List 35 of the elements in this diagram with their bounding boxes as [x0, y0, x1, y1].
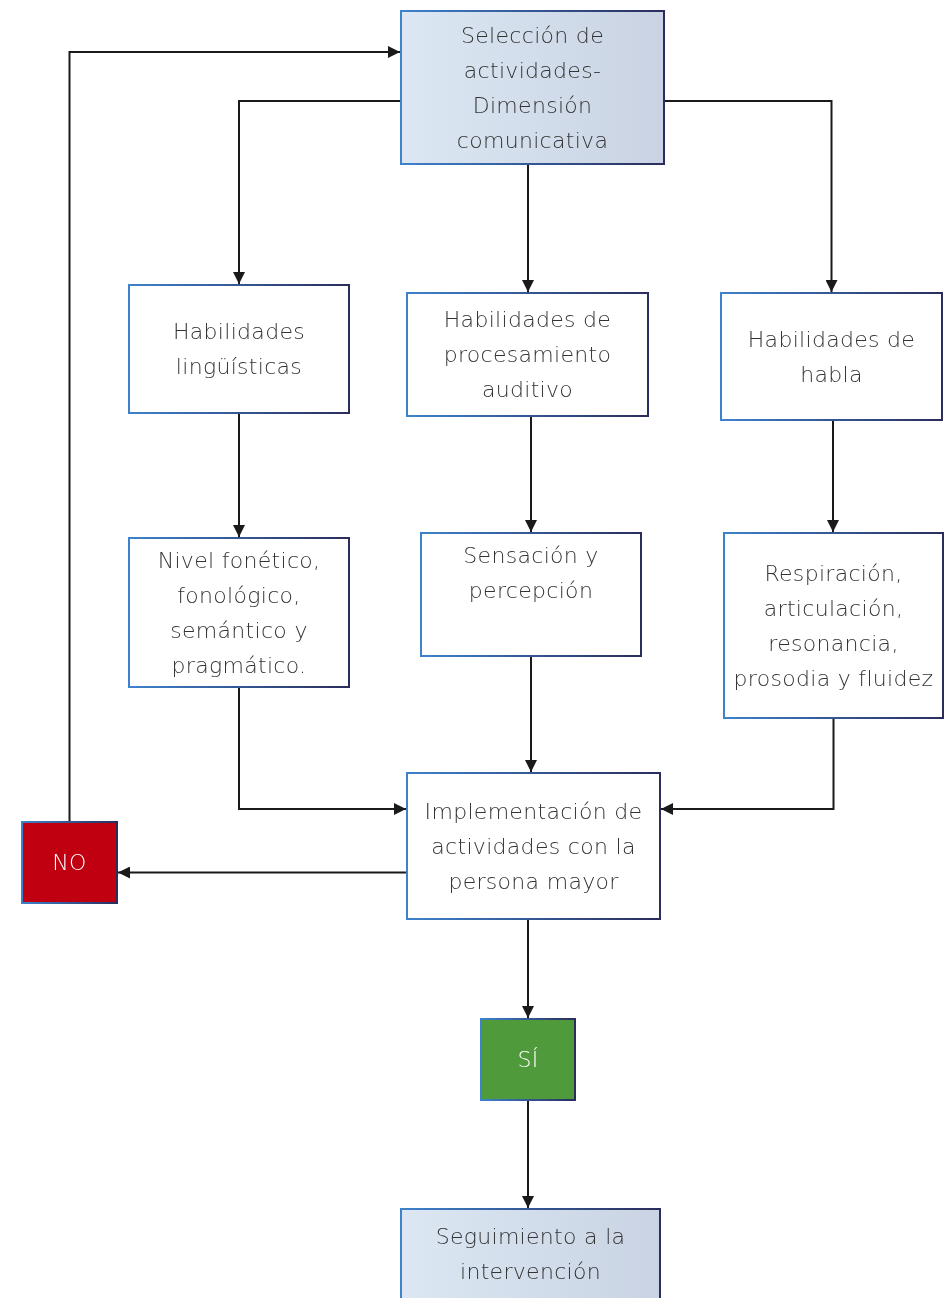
process-box — [128, 537, 350, 688]
process-box — [400, 1208, 661, 1298]
node-text: Habilidades de procesamiento auditivo — [442, 306, 613, 404]
arrow — [522, 1100, 534, 1209]
arrow — [525, 656, 537, 773]
node-text: Habilidades lingüísticas — [171, 318, 306, 381]
process-box — [720, 292, 943, 421]
process-box — [406, 772, 661, 920]
arrow — [522, 919, 534, 1019]
arrow — [525, 416, 537, 533]
node-text: Implementación de actividades con la persona mayor — [423, 797, 644, 896]
arrow — [233, 413, 245, 538]
arrow — [660, 718, 835, 815]
node-text: Nivel fonético, fonológico, semántico y pragmático. — [156, 546, 322, 680]
arrow — [238, 687, 407, 815]
process-box — [723, 532, 944, 719]
process-box — [420, 532, 642, 657]
node-text: Sensación y percepción — [462, 542, 600, 605]
process-box — [128, 284, 350, 414]
arrow — [233, 100, 401, 285]
answer-box — [21, 821, 118, 904]
arrow — [522, 164, 534, 293]
node-text: Selección de actividades- Dimensión comunicativa — [455, 21, 610, 155]
node-text: Habilidades de habla — [746, 325, 917, 389]
answer-box — [480, 1018, 576, 1101]
process-box — [406, 292, 649, 417]
node-text: Respiración, articulación, resonancia, prosodia y fluidez — [732, 559, 935, 693]
node-text: Seguimiento a la intervención — [434, 1223, 627, 1286]
process-box — [400, 10, 665, 165]
node-text: NO — [51, 849, 88, 877]
arrow — [117, 866, 407, 879]
arrow — [68, 46, 401, 822]
node-text: SÍ — [516, 1046, 540, 1074]
arrow — [827, 420, 839, 533]
arrow — [664, 100, 838, 293]
